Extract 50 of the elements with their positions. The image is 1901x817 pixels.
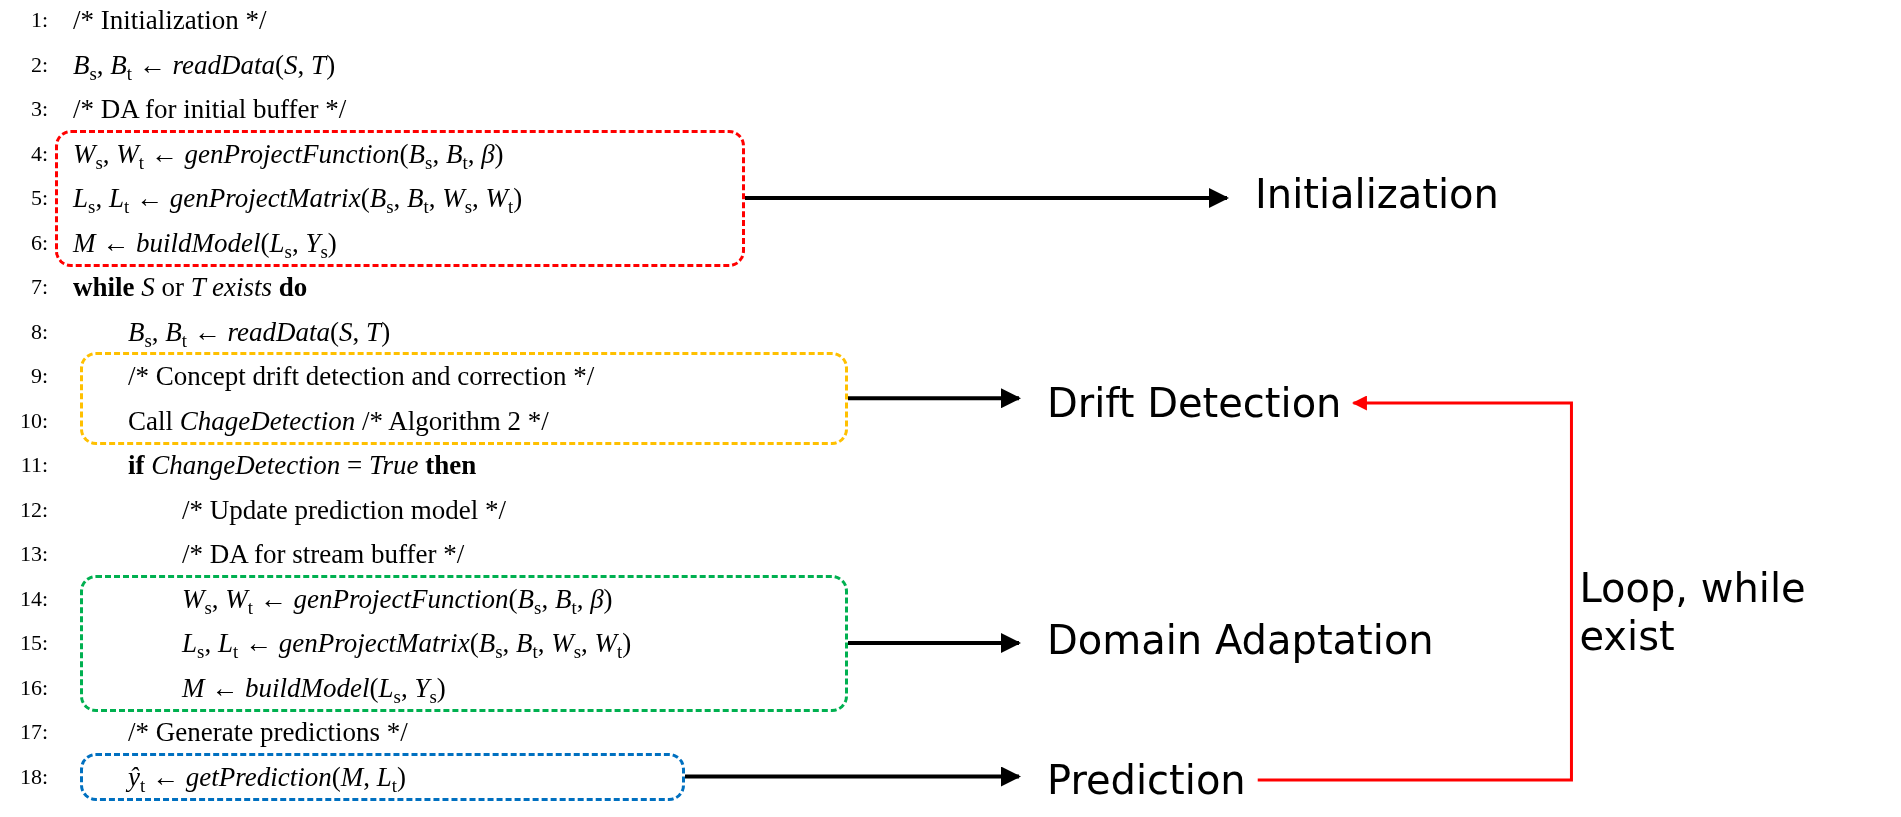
arrow [848, 388, 1021, 409]
code-line: /* DA for initial buffer */ [73, 93, 347, 126]
code-line: W$_{s}$, W$_{t}$ ← genProjectFunction(B$_{s}$, B$_{t}$, β) [182, 582, 613, 620]
step-label: Prediction [1047, 756, 1246, 804]
highlight-box [80, 574, 848, 712]
line-number: 2: [29, 50, 48, 79]
code-line: /* Concept drift detection and correction */ [128, 360, 595, 393]
arrow [1257, 395, 1573, 782]
step-label: Drift Detection [1047, 379, 1342, 427]
line-number: 14: [18, 584, 48, 613]
line-number: 10: [18, 406, 48, 435]
edge-label: Loop, while exist [1579, 563, 1807, 660]
line-number: 18: [18, 762, 48, 791]
line-number: 6: [29, 228, 48, 257]
step-label: Initialization [1255, 170, 1499, 218]
code-line: ŷ$_{t}$ ← getPrediction(M, L$_{t}$) [128, 760, 406, 798]
arrow [745, 188, 1229, 208]
line-number: 12: [18, 495, 48, 524]
code-line: W$_{s}$, W$_{t}$ ← genProjectFunction(B$_{s}$, B$_{t}$, β) [73, 137, 504, 175]
line-number: 13: [18, 540, 48, 568]
line-number: 8: [29, 317, 48, 346]
step-label: Domain Adaptation [1047, 616, 1434, 664]
code-line: /* Generate predictions */ [128, 716, 408, 749]
line-number: 5: [29, 184, 48, 212]
line-number: 4: [29, 139, 48, 168]
line-number: 3: [29, 95, 48, 123]
line-number: 9: [29, 362, 48, 390]
line-number: 11: [19, 451, 48, 479]
highlight-box [80, 352, 848, 445]
code-line: B$_{s}$, B$_{t}$ ← readData(S, T) [73, 48, 336, 86]
arrow [685, 766, 1021, 787]
highlight-box [55, 129, 745, 267]
line-number: 7: [29, 273, 48, 301]
code-line: B$_{s}$, B$_{t}$ ← readData(S, T) [128, 315, 391, 353]
code-line: M ← buildModel(L$_{s}$, Y$_{s}$) [73, 226, 337, 264]
line-number: 15: [18, 629, 48, 657]
code-line: M ← buildModel(L$_{s}$, Y$_{s}$) [182, 671, 446, 709]
line-number: 1: [29, 6, 48, 34]
code-line: L$_{s}$, L$_{t}$ ← genProjectMatrix(B$_{s}$, B$_{t}$, W$_{s}$, W$_{t}$) [182, 627, 632, 665]
code-line: L$_{s}$, L$_{t}$ ← genProjectMatrix(B$_{s}$, B$_{t}$, W$_{s}$, W$_{t}$) [73, 182, 523, 220]
code-line: Call ChageDetection /* Algorithm 2 */ [128, 404, 549, 438]
code-line: while S or T exists do [73, 271, 308, 304]
code-line: /* DA for stream buffer */ [182, 538, 465, 571]
line-number: 16: [18, 673, 48, 702]
code-line: /* Update prediction model */ [182, 493, 506, 527]
arrow [848, 633, 1021, 653]
code-line: if ChangeDetection = True then [128, 449, 477, 482]
code-line: /* Initialization */ [73, 4, 267, 37]
highlight-box [80, 752, 685, 801]
line-number: 17: [18, 718, 48, 746]
